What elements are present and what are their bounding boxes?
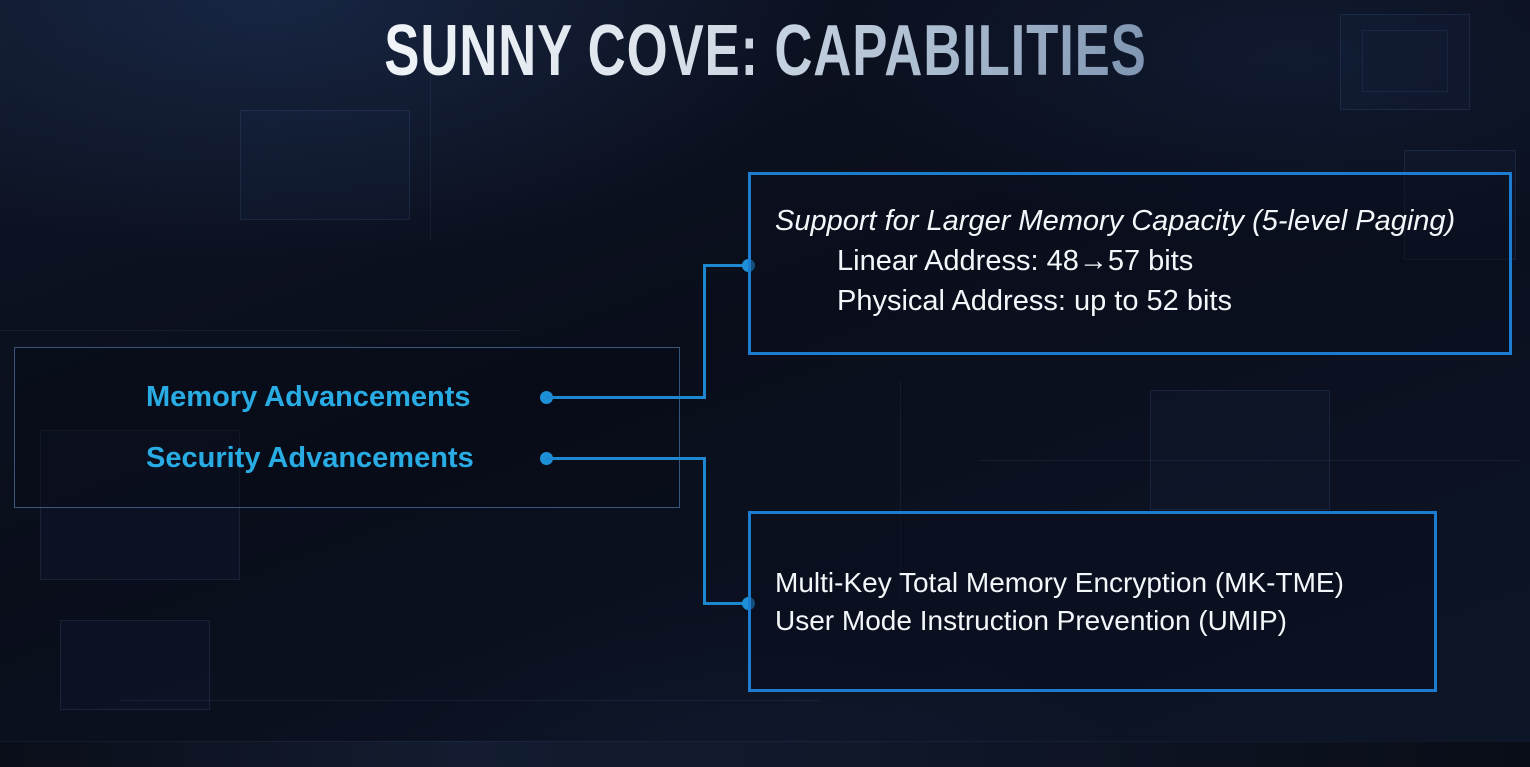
circuit-trace-decoration [980, 460, 1520, 461]
memory-box-heading: Support for Larger Memory Capacity (5-le… [775, 205, 1456, 237]
security-box-line-umip: User Mode Instruction Prevention (UMIP) [775, 604, 1287, 636]
memory-box-line-linear-address: Linear Address: 48→57 bits [837, 245, 1194, 277]
slide-title: SUNNY COVE: CAPABILITIES [383, 9, 1147, 91]
memory-connector-line [703, 264, 751, 267]
security-connector-line [703, 602, 751, 605]
circuit-chip-decoration [60, 620, 210, 710]
memory-connector-line [703, 264, 706, 399]
circuit-chip-decoration [240, 110, 410, 220]
security-box-line-mktme: Multi-Key Total Memory Encryption (MK-TM… [775, 566, 1344, 598]
memory-advancements-box: Support for Larger Memory Capacity (5-le… [748, 172, 1512, 355]
circuit-trace-decoration [0, 330, 520, 331]
advancements-panel [14, 347, 680, 508]
security-connector-line [546, 457, 706, 460]
title-container: SUNNY COVE: CAPABILITIES [0, 8, 1530, 90]
bottom-band-decoration [0, 741, 1530, 767]
circuit-chip-decoration [1150, 390, 1330, 510]
memory-box-line-physical-address: Physical Address: up to 52 bits [837, 285, 1232, 317]
security-connector-line [703, 457, 706, 605]
memory-advancements-label: Memory Advancements [146, 381, 471, 413]
security-advancements-box: Multi-Key Total Memory Encryption (MK-TM… [748, 511, 1437, 692]
circuit-trace-decoration [120, 700, 820, 701]
security-advancements-label: Security Advancements [146, 442, 474, 474]
memory-connector-line [546, 396, 706, 399]
